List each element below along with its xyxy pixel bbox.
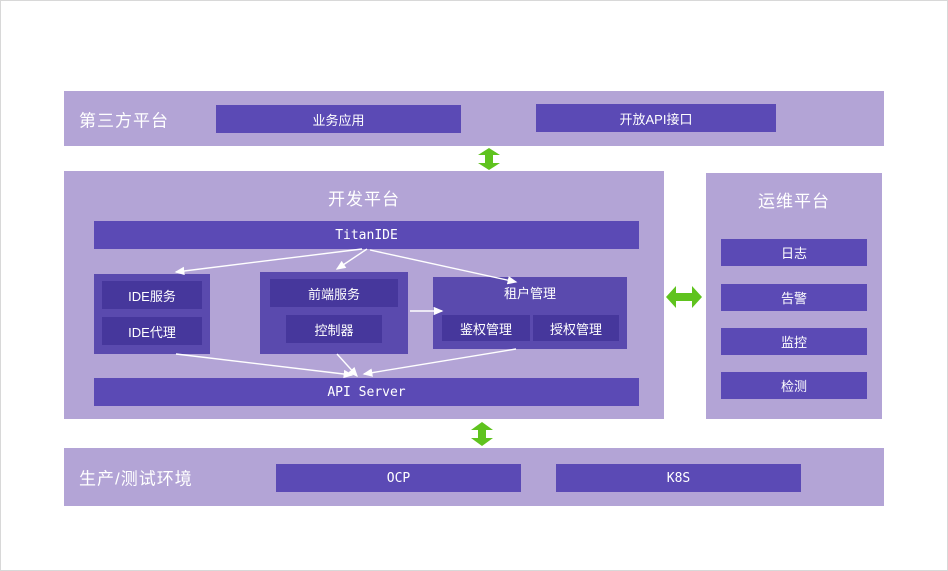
ops-item-monitoring: 监控 [721,328,867,355]
tenant-group: 租户管理 鉴权管理 授权管理 [433,277,627,349]
ide-group: IDE服务 IDE代理 [94,274,210,354]
ops-item-logs: 日志 [721,239,867,266]
ops-platform-panel: 运维平台 日志 告警 监控 检测 [706,173,882,419]
third-party-title: 第三方平台 [79,111,169,130]
ide-proxy-box: IDE代理 [102,317,202,345]
env-title: 生产/测试环境 [79,469,193,489]
up-down-arrow-icon [478,148,500,170]
frontend-service-box: 前端服务 [270,279,398,307]
up-down-arrow-icon-bottom [471,422,493,446]
open-api-box: 开放API接口 [536,104,776,132]
ops-item-detection: 检测 [721,372,867,399]
ops-item-alerts: 告警 [721,284,867,311]
env-band: 生产/测试环境 OCP K8S [64,448,884,506]
third-party-band: 第三方平台 业务应用 开放API接口 [64,91,884,146]
ide-service-box: IDE服务 [102,281,202,309]
ocp-box: OCP [276,464,521,492]
auth-mgmt-box: 鉴权管理 [442,315,530,341]
dev-platform-title: 开发平台 [328,190,400,209]
ops-platform-title: 运维平台 [758,192,830,211]
tenant-title: 租户管理 [503,286,556,301]
business-app-box: 业务应用 [216,105,461,133]
api-server-bar: API Server [94,378,639,406]
dev-platform-panel: 开发平台 TitanIDE IDE服务 IDE代理 前端服务 控制器 租户管理 … [64,171,664,419]
k8s-box: K8S [556,464,801,492]
frontend-group: 前端服务 控制器 [260,272,408,354]
titanide-bar: TitanIDE [94,221,639,249]
controller-box: 控制器 [286,315,382,343]
authz-mgmt-box: 授权管理 [533,315,619,341]
left-right-arrow-icon [666,286,702,308]
